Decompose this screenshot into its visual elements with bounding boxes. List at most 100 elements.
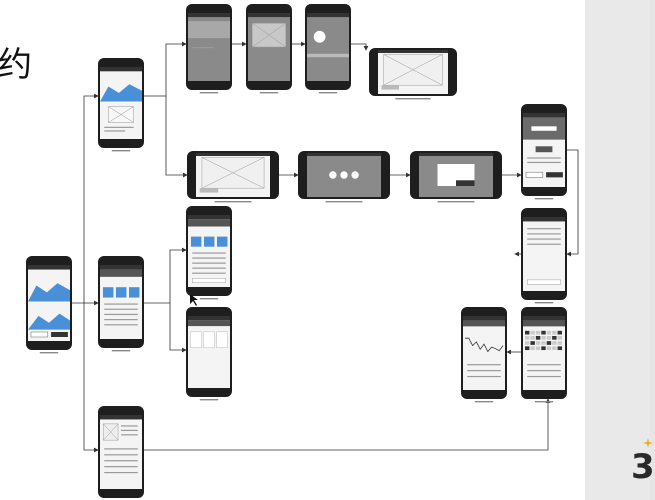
bar-tile[interactable] bbox=[102, 287, 114, 298]
text-line bbox=[527, 243, 561, 245]
phone-bottom-form[interactable] bbox=[98, 406, 144, 500]
calendar-day[interactable] bbox=[525, 335, 530, 340]
flow-arrow bbox=[165, 96, 188, 178]
phone-screens bbox=[26, 4, 567, 500]
result-title-block bbox=[531, 126, 557, 131]
bar-tile[interactable] bbox=[216, 236, 228, 247]
dialog-confirm-button[interactable] bbox=[456, 180, 475, 186]
card[interactable] bbox=[190, 331, 202, 348]
card[interactable] bbox=[216, 331, 228, 348]
calendar-day[interactable] bbox=[546, 346, 552, 351]
bar-tile[interactable] bbox=[115, 287, 127, 298]
tab-bar[interactable] bbox=[100, 269, 142, 277]
screen-caption-line bbox=[318, 92, 338, 94]
text-line bbox=[192, 252, 226, 254]
control-icon[interactable] bbox=[351, 171, 359, 179]
status-bar bbox=[523, 217, 565, 222]
tab-bar[interactable] bbox=[463, 320, 505, 327]
placeholder-cross bbox=[252, 22, 286, 48]
card[interactable] bbox=[203, 331, 215, 348]
phone-result[interactable] bbox=[521, 104, 567, 200]
text-line bbox=[527, 364, 561, 366]
placeholder-cross bbox=[108, 106, 134, 123]
calendar-day[interactable] bbox=[530, 341, 535, 345]
calendar-day[interactable] bbox=[541, 341, 546, 345]
calendar-day[interactable] bbox=[530, 330, 535, 335]
tab-button[interactable] bbox=[51, 332, 68, 337]
screen-area bbox=[100, 265, 142, 339]
text-line bbox=[121, 429, 138, 431]
input-field[interactable] bbox=[527, 279, 562, 285]
result-button[interactable] bbox=[525, 171, 544, 178]
calendar-day[interactable] bbox=[557, 330, 562, 335]
bar-tile[interactable] bbox=[203, 236, 215, 247]
calendar-day[interactable] bbox=[552, 330, 557, 335]
calendar-day[interactable] bbox=[525, 341, 530, 345]
phone-video-2[interactable] bbox=[246, 4, 292, 94]
calendar-day[interactable] bbox=[535, 346, 541, 351]
flow-arrow bbox=[144, 398, 551, 451]
phone-training-3[interactable] bbox=[410, 151, 502, 203]
calendar-day[interactable] bbox=[525, 330, 530, 335]
calendar-day[interactable] bbox=[535, 330, 541, 335]
phone-detail-bottom[interactable] bbox=[186, 307, 232, 401]
calendar-day[interactable] bbox=[525, 346, 530, 351]
play-circle-icon[interactable] bbox=[313, 30, 326, 43]
calendar-day[interactable] bbox=[552, 335, 557, 340]
calendar-day[interactable] bbox=[541, 330, 546, 335]
result-button[interactable] bbox=[546, 172, 563, 178]
status-bar bbox=[248, 13, 290, 18]
status-bar bbox=[100, 67, 142, 72]
calendar-day[interactable] bbox=[557, 346, 562, 351]
control-icon[interactable] bbox=[340, 171, 348, 179]
calendar-day[interactable] bbox=[530, 335, 535, 340]
tab-bar[interactable] bbox=[188, 320, 230, 327]
calendar-day[interactable] bbox=[557, 341, 562, 345]
screen-caption-line bbox=[395, 98, 431, 100]
bar-tile[interactable] bbox=[128, 287, 140, 298]
calendar-day[interactable] bbox=[552, 341, 557, 345]
calendar-day[interactable] bbox=[557, 335, 562, 340]
calendar-day[interactable] bbox=[546, 335, 552, 340]
phone-upper-menu[interactable] bbox=[98, 58, 144, 152]
phone-stats-chart[interactable] bbox=[461, 307, 507, 403]
text-line bbox=[192, 257, 226, 259]
calendar-day[interactable] bbox=[541, 335, 546, 340]
text-line bbox=[467, 370, 501, 372]
text-line bbox=[192, 272, 226, 274]
status-bar bbox=[188, 13, 230, 18]
phone-calendar[interactable] bbox=[521, 307, 567, 403]
tab-bar[interactable] bbox=[523, 320, 565, 327]
calendar-day[interactable] bbox=[535, 335, 541, 340]
flow-arrow bbox=[83, 303, 99, 453]
phone-training-1[interactable] bbox=[187, 151, 279, 203]
calendar-day[interactable] bbox=[546, 330, 552, 335]
text-line bbox=[527, 157, 561, 159]
phone-training-2[interactable] bbox=[298, 151, 390, 203]
text-line bbox=[104, 454, 138, 456]
status-bar bbox=[463, 316, 505, 321]
screen-area bbox=[307, 13, 349, 81]
calendar-day[interactable] bbox=[552, 346, 557, 351]
phone-video-1[interactable] bbox=[186, 4, 232, 94]
control-icon[interactable] bbox=[329, 171, 337, 179]
calendar-day[interactable] bbox=[530, 346, 535, 351]
tab-button[interactable] bbox=[30, 331, 49, 338]
phone-video-fullscreen[interactable] bbox=[369, 48, 457, 100]
screen-caption-line bbox=[474, 401, 494, 403]
calendar-day[interactable] bbox=[541, 346, 546, 351]
status-bar bbox=[523, 113, 565, 118]
input-field[interactable] bbox=[191, 278, 226, 283]
calendar-day[interactable] bbox=[546, 341, 552, 345]
tab-bar[interactable] bbox=[188, 219, 230, 227]
calendar-day[interactable] bbox=[535, 341, 541, 345]
text-line bbox=[104, 126, 134, 128]
bar-tile[interactable] bbox=[190, 236, 202, 247]
phone-detail-top[interactable] bbox=[186, 206, 232, 300]
phone-form-right[interactable] bbox=[521, 208, 567, 304]
result-score-block bbox=[535, 146, 553, 153]
phone-video-3[interactable] bbox=[305, 4, 351, 94]
phone-home[interactable] bbox=[26, 256, 72, 354]
phone-middle-menu[interactable] bbox=[98, 256, 144, 352]
text-line bbox=[527, 370, 561, 372]
